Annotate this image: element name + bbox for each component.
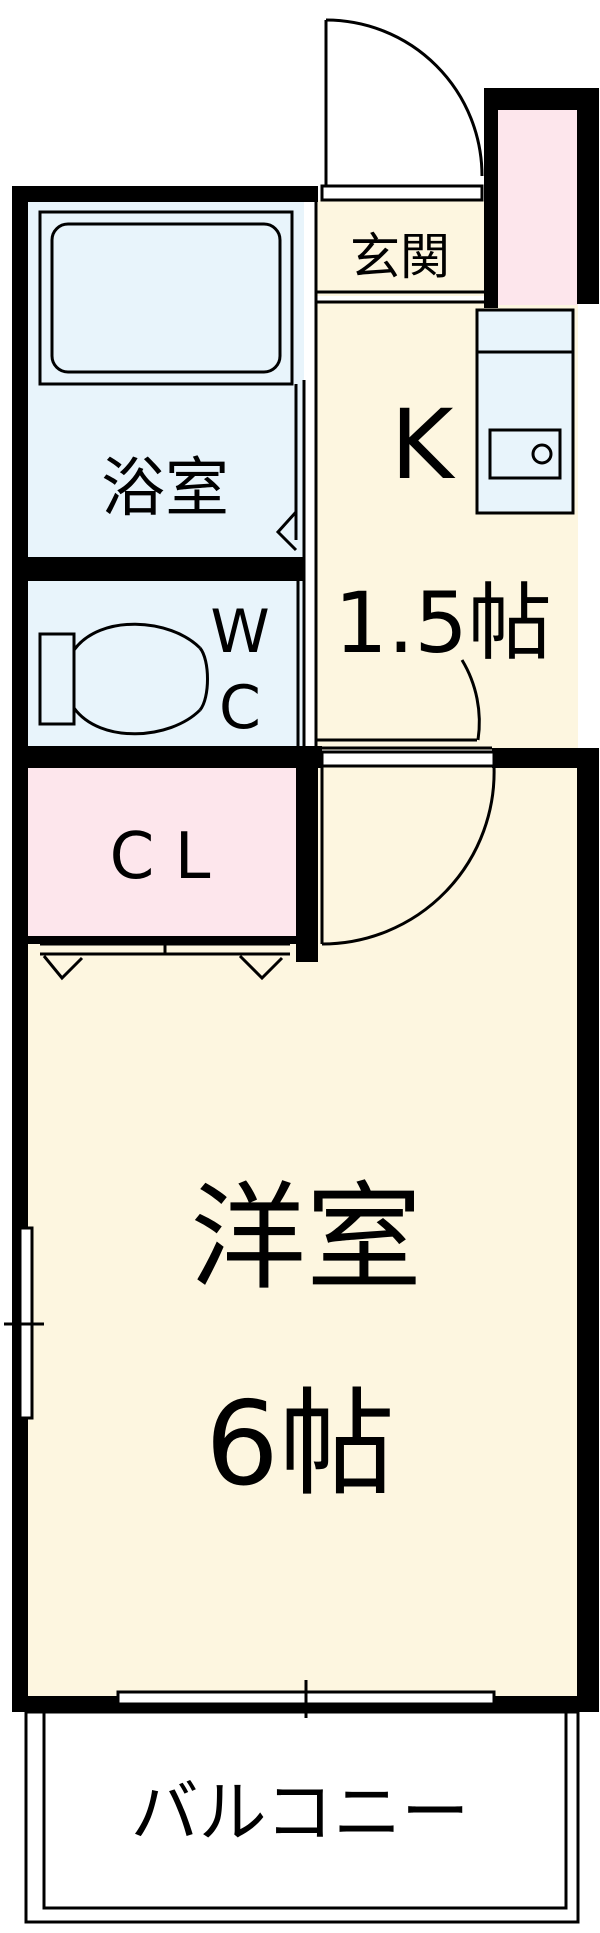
entrance-floor — [317, 200, 493, 296]
bathroom-label: 浴室 — [101, 452, 229, 526]
living-room-door — [320, 750, 496, 946]
wall-top-left — [12, 186, 318, 202]
entrance-door — [320, 18, 484, 202]
closet-doors — [40, 942, 290, 981]
western-room-label: 洋室 — [190, 1171, 422, 1306]
wc-w-label: W — [210, 597, 269, 667]
balcony-label: バルコニー — [131, 1774, 470, 1853]
wall-closet-bottom — [26, 936, 318, 944]
kitchen-sink — [488, 428, 562, 480]
bath-door-marker — [275, 510, 298, 552]
kitchen-counter — [475, 308, 575, 515]
kitchen-label: K — [391, 389, 456, 501]
toilet — [38, 622, 209, 736]
balcony-sliding-door — [116, 1680, 496, 1718]
western-room-size-label: 6帖 — [205, 1377, 395, 1512]
wall-right-upper — [577, 88, 599, 304]
entrance-label: 玄関 — [350, 228, 450, 286]
left-window — [4, 1226, 44, 1420]
wall-storage-left — [484, 88, 498, 308]
kitchen-door — [460, 659, 481, 741]
closet-label: C L — [110, 820, 211, 894]
storage-floor — [496, 110, 578, 305]
bathtub — [38, 210, 294, 386]
wall-top-right — [484, 88, 588, 110]
wc-c-label: C — [219, 673, 261, 743]
wall-left — [12, 186, 28, 1712]
wall-right-lower — [577, 762, 599, 1712]
wall-wc-closet — [12, 746, 318, 768]
wall-kitchen-living-left — [296, 746, 322, 768]
wall-bath-wc — [12, 557, 305, 581]
kitchen-size-label: 1.5帖 — [334, 574, 552, 672]
closet-floor — [26, 768, 296, 938]
balcony — [24, 1710, 580, 1924]
wall-kitchen-living-right — [492, 748, 599, 768]
sink-drain — [531, 443, 553, 465]
wall-closet-right — [296, 768, 318, 962]
bathtub-inner — [50, 222, 282, 374]
